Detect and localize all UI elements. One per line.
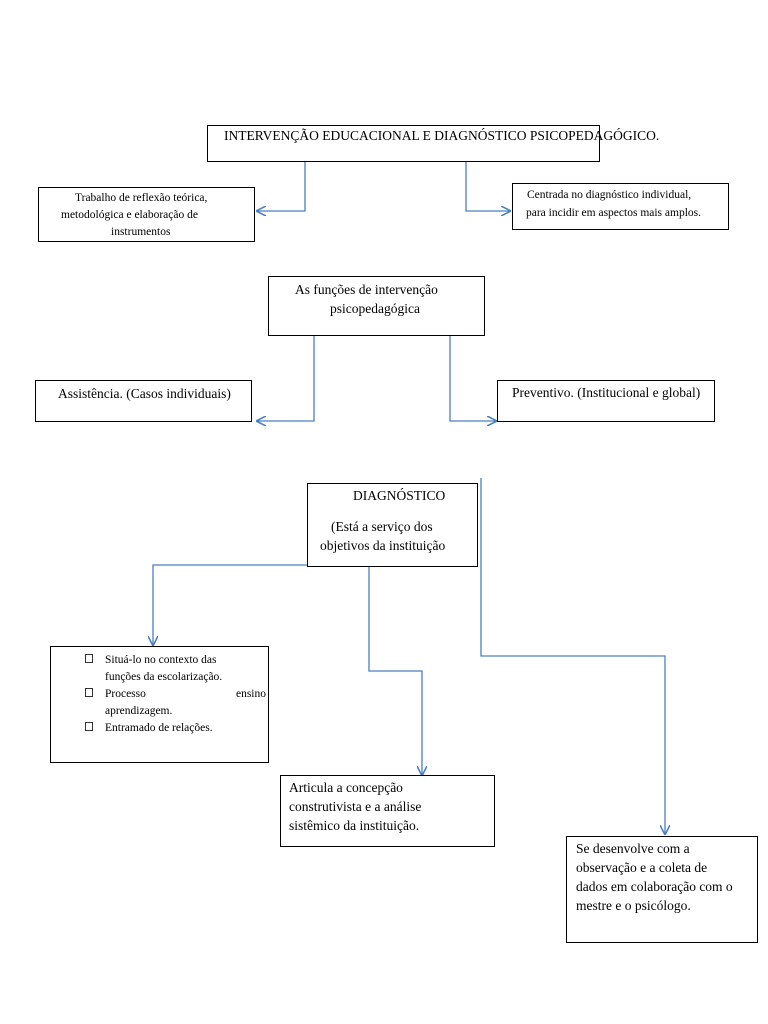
desenvolve-line-4: mestre e o psicólogo. bbox=[576, 898, 691, 913]
funcoes-line-1: As funções de intervenção bbox=[295, 282, 438, 297]
centrada-line-2: para incidir em aspectos mais amplos. bbox=[526, 207, 702, 219]
diagnostico-line-2: objetivos da instituição bbox=[320, 538, 446, 553]
connector-arrow bbox=[153, 564, 307, 645]
reflexao-box bbox=[38, 187, 255, 242]
reflexao-line-2: metodológica e elaboração de bbox=[61, 209, 198, 221]
list-item: Entramado de relações. bbox=[85, 720, 266, 737]
connector-arrow bbox=[449, 336, 496, 421]
title-box bbox=[207, 125, 600, 162]
list-item-continuation: aprendizagem. bbox=[85, 703, 266, 720]
articula-line-3: sistêmico da instituição. bbox=[289, 818, 420, 833]
funcoes-box bbox=[268, 276, 485, 336]
desenvolve-line-1: Se desenvolve com a bbox=[576, 841, 690, 856]
lista-item2-word1: Processo bbox=[105, 688, 146, 700]
assistencia-box bbox=[35, 380, 252, 422]
lista-item1-line2: funções da escolarização. bbox=[105, 671, 223, 683]
centrada-box bbox=[512, 183, 729, 230]
funcoes-line-2: psicopedagógica bbox=[330, 301, 420, 316]
diagnostico-title: DIAGNÓSTICO bbox=[353, 488, 446, 503]
connector-arrow bbox=[480, 478, 665, 834]
missing-glyph-icon bbox=[85, 652, 93, 669]
preventivo-box bbox=[497, 380, 715, 422]
articula-line-1: Articula a concepção bbox=[289, 780, 403, 795]
lista-item2-word2: ensino bbox=[235, 688, 266, 700]
assistencia-text: Assistência. (Casos individuais) bbox=[58, 386, 231, 401]
connector-arrow bbox=[368, 567, 422, 775]
desenvolve-line-3: dados em colaboração com o bbox=[576, 879, 733, 894]
connector-arrow bbox=[257, 162, 306, 211]
lista-item2-line2: aprendizagem. bbox=[105, 705, 173, 717]
articula-line-2: construtivista e a análise bbox=[289, 799, 422, 814]
reflexao-line-1: Trabalho de reflexão teórica, bbox=[75, 192, 208, 204]
list-item-continuation: funções da escolarização. bbox=[85, 669, 266, 686]
reflexao-line-3: instrumentos bbox=[111, 226, 171, 238]
diagnostico-box bbox=[307, 483, 478, 567]
connector-arrow bbox=[257, 336, 315, 421]
centrada-line-1: Centrada no diagnóstico individual, bbox=[527, 189, 692, 201]
lista-item3: Entramado de relações. bbox=[105, 722, 213, 734]
desenvolve-line-2: observação e a coleta de bbox=[576, 860, 708, 875]
lista-box bbox=[50, 646, 269, 763]
preventivo-text: Preventivo. (Institucional e global) bbox=[512, 385, 701, 400]
desenvolve-box bbox=[566, 836, 758, 943]
connector-arrow bbox=[465, 162, 510, 211]
diagnostico-line-1: (Está a serviço dos bbox=[331, 519, 433, 534]
list-item: Situá-lo no contexto das bbox=[85, 652, 266, 669]
articula-box bbox=[280, 775, 495, 847]
lista-bullets: Situá-lo no contexto das funções da esco… bbox=[85, 652, 266, 737]
title-text: INTERVENÇÃO EDUCACIONAL E DIAGNÓSTICO PS… bbox=[224, 128, 660, 143]
list-item: Processo ensino bbox=[85, 686, 266, 703]
lista-item2-row: Processo ensino bbox=[105, 686, 266, 703]
missing-glyph-icon bbox=[85, 720, 93, 737]
lista-item1-line1: Situá-lo no contexto das bbox=[105, 654, 217, 666]
missing-glyph-icon bbox=[85, 686, 93, 703]
